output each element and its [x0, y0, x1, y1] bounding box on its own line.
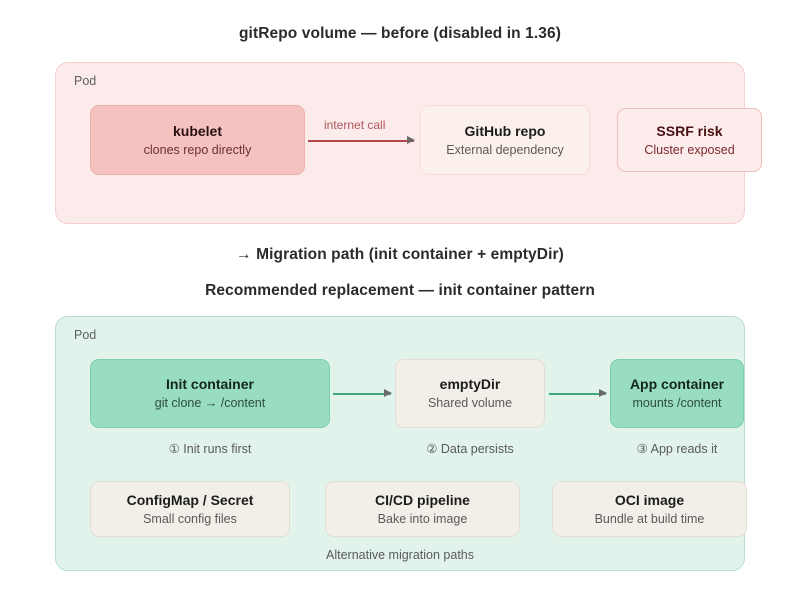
arrow-kubelet-to-github [308, 136, 415, 144]
node-cicd-pipeline[interactable]: CI/CD pipeline Bake into image [325, 481, 520, 537]
title-migration-path: → Migration path (init container + empty… [236, 246, 564, 263]
node-init-container[interactable]: Init container git clone → /content [90, 359, 330, 428]
node-emptydir[interactable]: emptyDir Shared volume [395, 359, 545, 428]
node-configmap-secret-title: ConfigMap / Secret [126, 491, 254, 508]
node-app-container-subtitle: mounts /content [632, 396, 722, 411]
node-cicd-pipeline-title: CI/CD pipeline [375, 491, 470, 508]
node-github-repo[interactable]: GitHub repo External dependency [420, 105, 590, 175]
arrow-label-internet-call: internet call [324, 118, 386, 132]
step-caption-2: ② Data persists [426, 442, 514, 456]
node-emptydir-title: emptyDir [439, 376, 501, 393]
node-init-container-subtitle: git clone → /content [154, 396, 266, 411]
node-github-repo-title: GitHub repo [464, 122, 546, 139]
arrow-init-to-emptydir [333, 389, 392, 397]
pod-label-after: Pod [74, 328, 97, 342]
node-ssrf-risk-subtitle: Cluster exposed [644, 142, 735, 157]
arrow-emptydir-to-app [549, 389, 607, 397]
node-configmap-secret[interactable]: ConfigMap / Secret Small config files [90, 481, 290, 537]
arrow-line [333, 393, 391, 395]
node-oci-image-title: OCI image [614, 491, 685, 508]
node-kubelet-subtitle: clones repo directly [143, 142, 252, 157]
node-emptydir-subtitle: Shared volume [427, 396, 513, 411]
node-cicd-pipeline-subtitle: Bake into image [377, 511, 468, 526]
node-oci-image-subtitle: Bundle at build time [594, 511, 705, 526]
arrow-head-icon [407, 136, 415, 144]
node-app-container[interactable]: App container mounts /content [610, 359, 744, 428]
step-caption-3: ③ App reads it [636, 442, 718, 456]
arrow-line [308, 140, 414, 142]
node-app-container-title: App container [629, 376, 725, 393]
node-ssrf-risk[interactable]: SSRF risk Cluster exposed [617, 108, 762, 172]
arrow-head-icon [599, 389, 607, 397]
node-github-repo-subtitle: External dependency [446, 142, 564, 157]
arrow-line [549, 393, 606, 395]
alternative-migration-paths-caption: Alternative migration paths [326, 548, 474, 562]
step-caption-1: ① Init runs first [168, 442, 252, 456]
title-before: gitRepo volume — before (disabled in 1.3… [238, 25, 561, 42]
node-configmap-secret-subtitle: Small config files [143, 511, 237, 526]
pod-label-before: Pod [74, 74, 97, 88]
node-init-container-title: Init container [166, 376, 254, 393]
node-kubelet[interactable]: kubelet clones repo directly [90, 105, 305, 175]
node-oci-image[interactable]: OCI image Bundle at build time [552, 481, 747, 537]
arrow-head-icon [384, 389, 392, 397]
title-recommended-replacement: Recommended replacement — init container… [205, 282, 595, 299]
node-ssrf-risk-title: SSRF risk [656, 122, 723, 139]
node-kubelet-title: kubelet [172, 122, 222, 139]
